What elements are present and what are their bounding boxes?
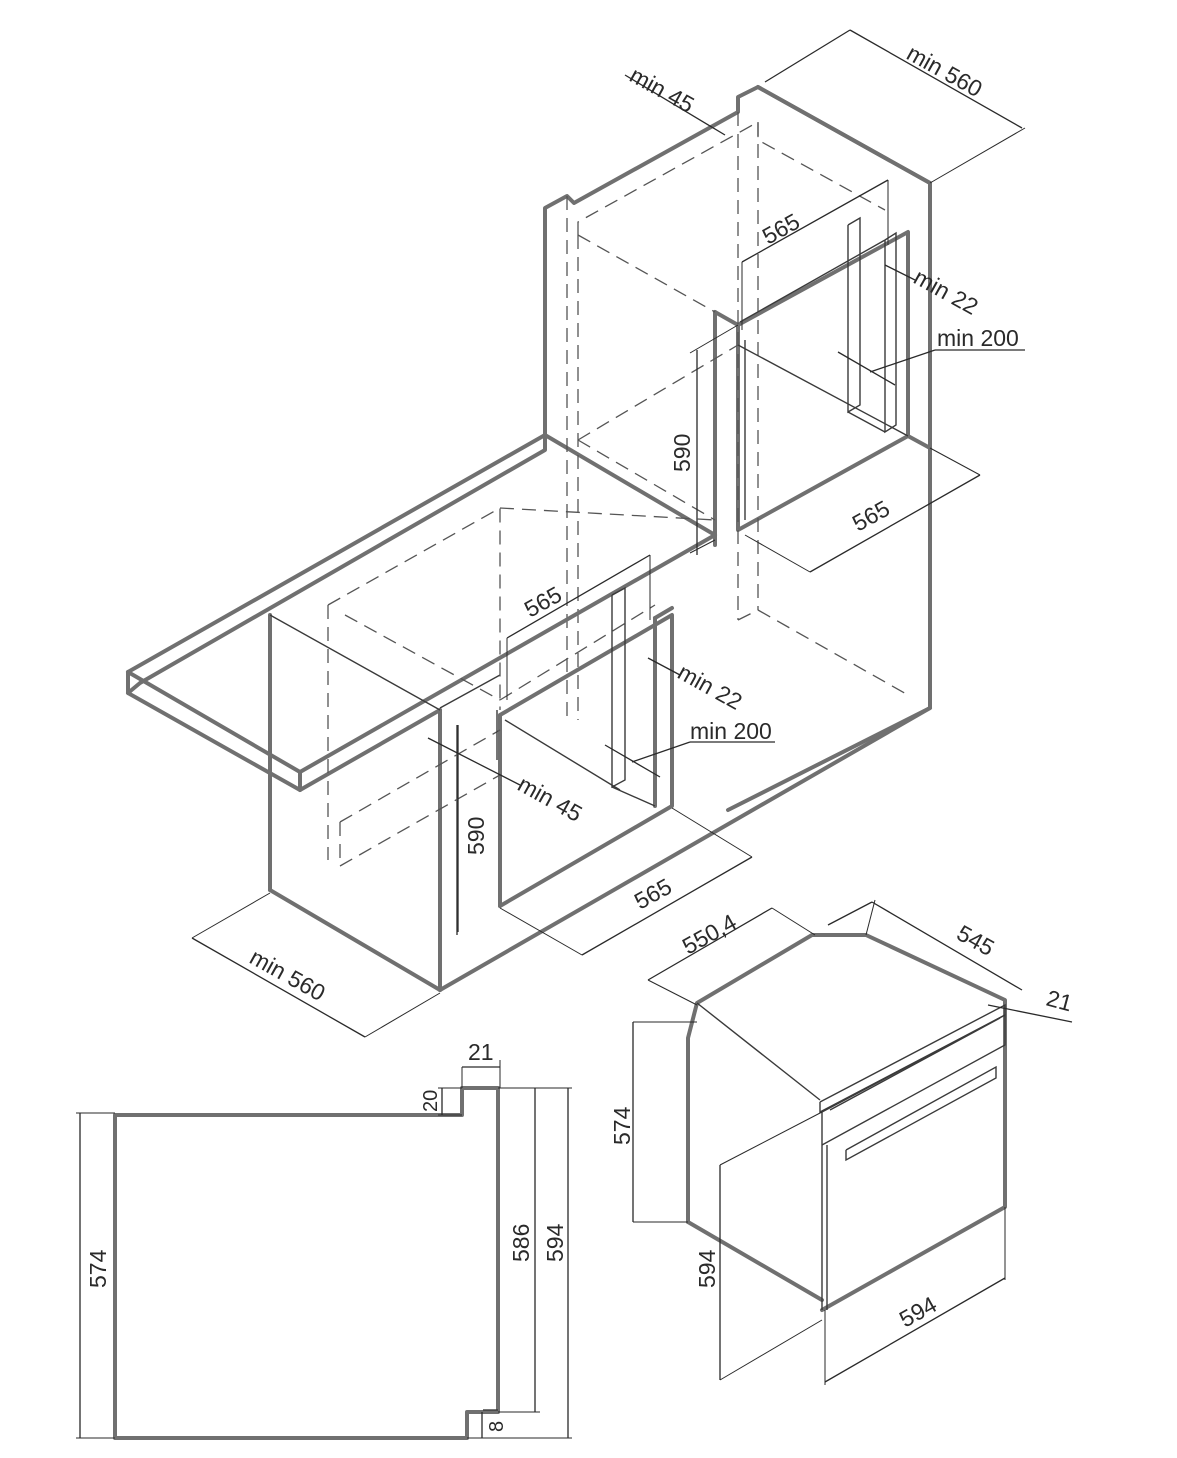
lower-vent-label: min 200 [690,718,772,744]
side-view-dimensions: 21 20 574 586 594 8 [76,1039,572,1439]
oven-front-height-label: 594 [694,1249,720,1288]
upper-cabinet [543,85,932,812]
lower-side-gap-label: min 22 [674,659,747,715]
oven-front-width-label: 594 [895,1291,941,1332]
upper-dimensions: min 560 min 45 565 min 22 min 200 590 56… [624,29,1026,573]
upper-depth-label: min 560 [903,40,987,102]
oven-body-height-label: 574 [609,1106,635,1145]
upper-width-label: 565 [848,495,894,536]
side-total-height-label: 594 [542,1223,568,1262]
side-body-height-label: 574 [85,1249,111,1288]
oven-depth-body-label: 545 [953,920,999,961]
lower-width-label: 565 [630,873,676,914]
upper-inner-width-label: 565 [758,208,804,249]
side-front-thickness-label: 21 [468,1039,494,1065]
upper-side-gap-label: min 22 [910,264,983,320]
side-inner-height-label: 586 [508,1224,534,1262]
oven-isometric [686,933,1007,1312]
upper-height-label: 590 [669,434,695,472]
oven-front-thickness-label: 21 [1044,985,1075,1017]
side-top-step-label: 20 [420,1090,442,1112]
side-view [113,1086,500,1440]
lower-depth-label: min 560 [246,944,330,1006]
lower-height-label: 590 [463,817,489,855]
oven-depth-total-label: 550,4 [678,909,741,960]
lower-cabinet [126,433,932,992]
upper-vent-label: min 200 [937,325,1019,351]
upper-top-gap-label: min 45 [626,62,699,118]
side-bottom-step-label: 8 [486,1421,508,1432]
lower-rear-gap-label: min 45 [514,771,587,827]
lower-inner-width-label: 565 [520,581,566,622]
